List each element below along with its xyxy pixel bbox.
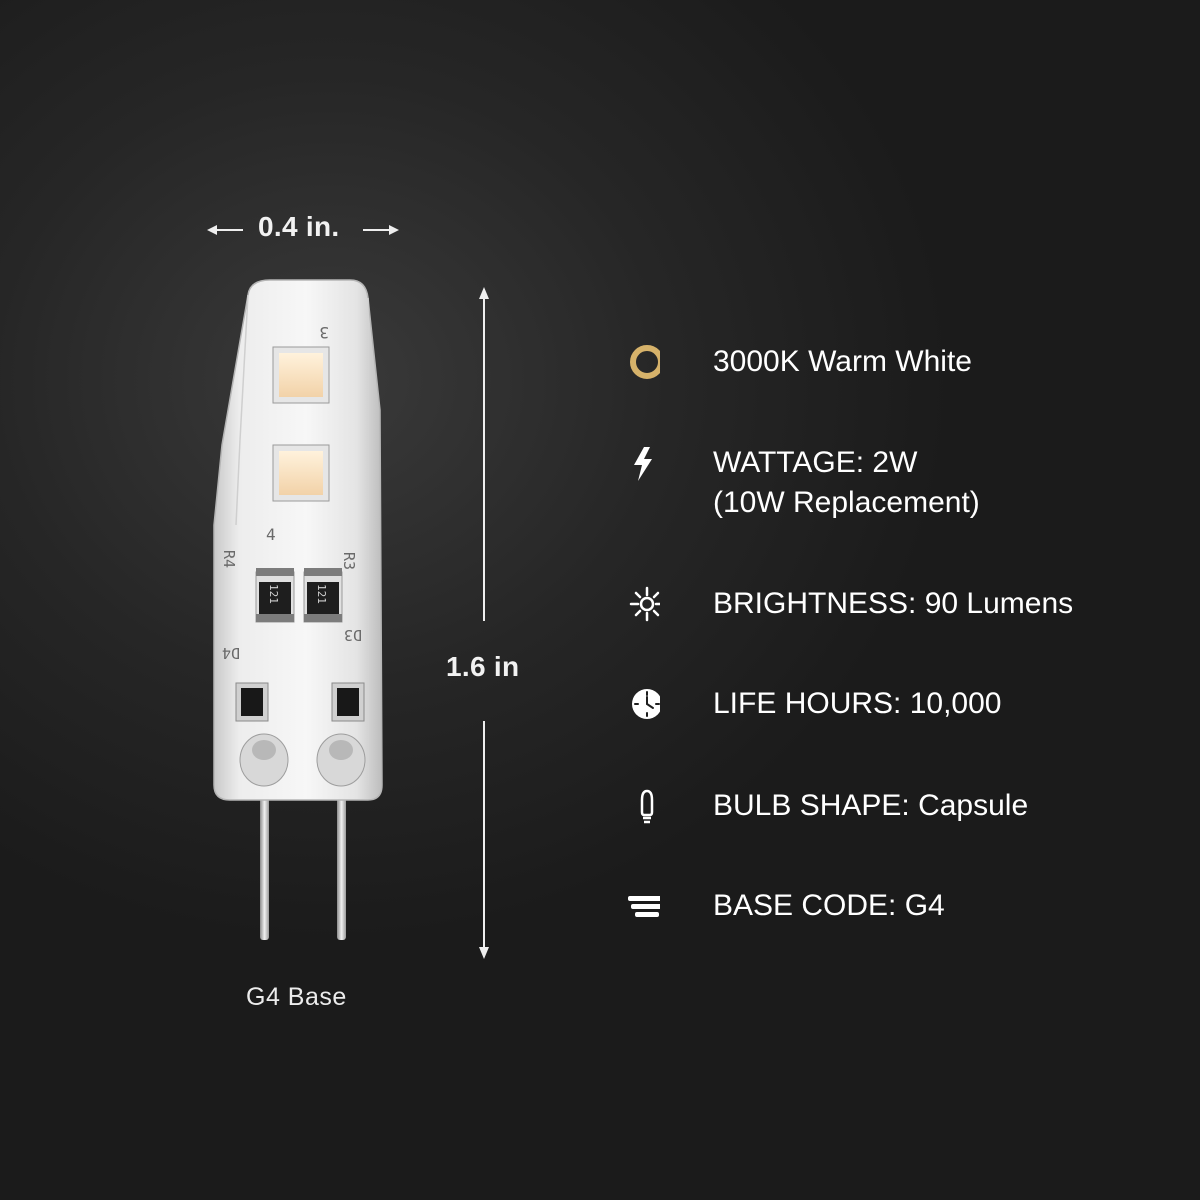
width-arrows xyxy=(207,225,399,235)
resistor-code-right: 121 xyxy=(315,584,328,604)
resistor-left xyxy=(255,568,295,623)
resistor-right-mark: R3 xyxy=(340,552,358,570)
height-label: 1.6 in xyxy=(446,651,520,682)
sun-burst-icon xyxy=(620,584,674,624)
height-arrows xyxy=(479,287,489,959)
base-stack-icon xyxy=(620,886,674,926)
spec-label: BASE CODE: G4 xyxy=(713,889,945,922)
spec-brightness: BRIGHTNESS: 90 Lumens xyxy=(620,584,1073,624)
silicone-capsule xyxy=(213,279,383,801)
diode-right-mark: D3 xyxy=(344,626,362,644)
spec-sublabel: (10W Replacement) xyxy=(713,486,980,519)
spec-life-hours: LIFE HOURS: 10,000 xyxy=(620,684,1001,724)
spec-base-code: BASE CODE: G4 xyxy=(620,886,945,926)
resistor-code-left: 121 xyxy=(267,584,280,604)
spec-color-temperature: 3000K Warm White xyxy=(620,342,972,382)
spec-label: WATTAGE: 2W xyxy=(713,446,918,479)
spec-label: BULB SHAPE: Capsule xyxy=(713,789,1029,822)
led-top-mark: 3 xyxy=(319,323,329,342)
resistor-left-mark: R4 xyxy=(220,550,238,568)
g4-capsule-bulb-illustration: 3 4 R4 R3 121 121 D4 D3 xyxy=(213,279,383,940)
base-label: G4 Base xyxy=(246,983,347,1011)
led-chip-top xyxy=(272,346,330,404)
spec-bulb-shape: BULB SHAPE: Capsule xyxy=(620,786,1028,826)
led-left-mark: 4 xyxy=(266,525,276,544)
diode-left xyxy=(235,682,269,722)
clock-icon xyxy=(620,684,674,724)
spec-wattage: WATTAGE: 2W (10W Replacement) xyxy=(620,443,980,519)
ring-icon xyxy=(620,342,674,382)
spec-label: BRIGHTNESS: 90 Lumens xyxy=(713,587,1074,620)
lightning-bolt-icon xyxy=(620,443,674,483)
led-chip-bottom xyxy=(272,444,330,502)
width-label: 0.4 in. xyxy=(258,211,340,242)
resistor-right xyxy=(303,568,343,623)
spec-label: LIFE HOURS: 10,000 xyxy=(713,687,1002,720)
diode-left-mark: D4 xyxy=(222,644,240,662)
bulb-outline-icon xyxy=(620,786,674,826)
spec-label: 3000K Warm White xyxy=(713,345,972,378)
diode-right xyxy=(331,682,365,722)
